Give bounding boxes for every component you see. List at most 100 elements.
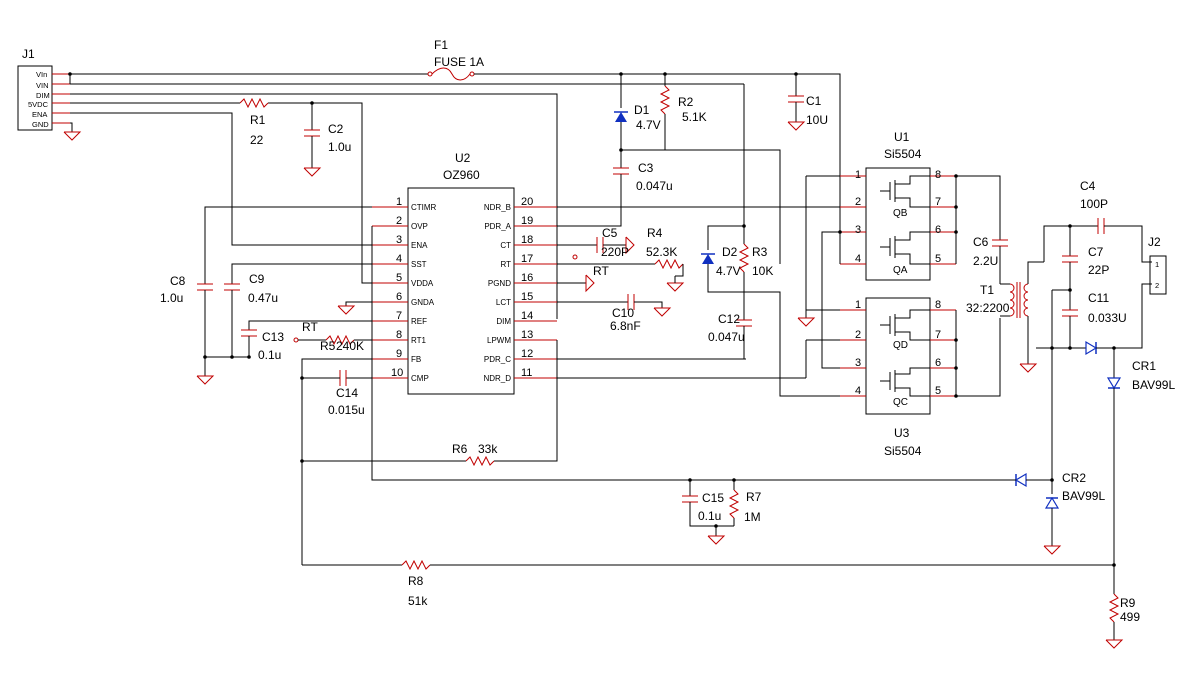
u2-part: OZ960	[443, 168, 480, 182]
j1-ref: J1	[22, 47, 35, 61]
net-label-rt-left: RT	[302, 320, 318, 334]
c13-value: 0.1u	[258, 348, 281, 362]
c8-ref: C8	[170, 274, 186, 288]
ic-u2: U2 OZ960 1 2 3 4 5 6 7 8 9 10 CTIMR OV	[372, 151, 557, 395]
c6-value: 2.2U	[973, 254, 998, 268]
u3-pin4: 4	[855, 385, 861, 397]
transformer-t1: T1 32:2200	[966, 261, 1044, 373]
u2-pin8-name: RT1	[411, 336, 427, 345]
f1-ref: F1	[434, 38, 448, 52]
capacitor-c12: C12 0.047u	[708, 312, 752, 359]
capacitor-c15: C15 0.1u	[682, 478, 736, 545]
c11-ref: C11	[1088, 291, 1109, 305]
j1-pin-5vdc: 5VDC	[28, 100, 49, 109]
secondary-network	[1002, 218, 1152, 649]
u2-pin9-num: 9	[396, 348, 402, 360]
u1-pin5: 5	[935, 253, 941, 265]
u2-pin10-num: 10	[391, 367, 403, 379]
u2-pin2-name: OVP	[411, 222, 428, 231]
c11-value: 0.033U	[1088, 311, 1127, 325]
connector-j1: J1 VIn VIN DIM 5VDC ENA GND	[17, 47, 70, 131]
u1-ref: U1	[894, 130, 910, 144]
c7-value: 22P	[1088, 263, 1109, 277]
capacitor-c2: C2 1.0u	[303, 103, 351, 177]
u2-ref: U2	[455, 151, 471, 165]
u3-qc-label: QC	[893, 397, 908, 408]
u2-pin11-num: 11	[521, 367, 532, 379]
u2-pin17-num: 17	[521, 253, 533, 265]
u1-pin1: 1	[855, 169, 861, 181]
u1-pin7: 7	[935, 196, 941, 208]
capacitor-c3: C3 0.047u	[557, 161, 673, 227]
c10-ref: C10	[612, 306, 634, 320]
u2-pin7-num: 7	[396, 310, 402, 322]
j2-pin2: 2	[1155, 281, 1159, 290]
c5-ref: C5	[602, 226, 618, 240]
r4-ref: R4	[647, 226, 663, 240]
cr1-ref: CR1	[1132, 359, 1156, 373]
u2-pin13-name: LPWM	[487, 336, 511, 345]
u2-pin5-name: VDDA	[411, 279, 434, 288]
u3-pin1: 1	[855, 299, 861, 311]
u2-pin18-num: 18	[521, 234, 533, 246]
u1-part: Si5504	[884, 147, 922, 161]
u2-pin3-num: 3	[396, 234, 402, 246]
j1-pin-gnd: GND	[32, 120, 49, 129]
r6-ref: R6	[452, 442, 468, 456]
u2-pin9-name: FB	[411, 355, 421, 364]
u1-qa-label: QA	[893, 265, 908, 276]
c14-ref: C14	[336, 386, 358, 400]
mosfet-u1: U1 Si5504 1 2 3 4 8 7 6 5 QB QA	[840, 130, 956, 281]
u1-pin8: 8	[935, 169, 941, 181]
fuse-f1: F1 FUSE 1A	[427, 38, 841, 210]
c8-value: 1.0u	[160, 291, 183, 305]
c2-value: 1.0u	[328, 140, 351, 154]
c13-ref: C13	[262, 330, 284, 344]
c15-value: 0.1u	[698, 509, 721, 523]
f1-value: FUSE 1A	[434, 55, 484, 69]
resistor-r3: R3 10K	[738, 224, 773, 320]
u2-pin6-num: 6	[396, 291, 402, 303]
u1-qb-label: QB	[893, 208, 908, 219]
u2-pin6-name: GNDA	[411, 298, 435, 307]
u1-pin2: 2	[855, 196, 861, 208]
r8-value: 51k	[408, 594, 428, 608]
u3-pin7: 7	[935, 329, 941, 341]
c6-ref: C6	[973, 235, 989, 249]
u1-pin3: 3	[855, 224, 861, 236]
r6-value: 33k	[478, 442, 498, 456]
u2-pin16-name: PGND	[488, 279, 511, 288]
u2-pin15-num: 15	[521, 291, 533, 303]
r3-value: 10K	[752, 264, 773, 278]
u2-pin12-name: PDR_C	[484, 355, 511, 364]
c4-ref: C4	[1080, 179, 1096, 193]
r8-ref: R8	[408, 574, 424, 588]
c9-value: 0.47u	[248, 291, 278, 305]
t1-value: 32:2200	[966, 301, 1010, 315]
r1-ref: R1	[250, 113, 266, 127]
r7-value: 1M	[744, 510, 761, 524]
u2-pin20-num: 20	[521, 196, 533, 208]
net-label-rt-right: RT	[593, 264, 609, 278]
j1-pin-ena: ENA	[32, 110, 47, 119]
mosfet-u3: U3 Si5504 1 2 3 4 8 7 6 5 QD QC	[840, 297, 956, 458]
u2-pin12-num: 12	[521, 348, 533, 360]
resistor-r7: R7 1M	[728, 480, 762, 526]
u2-pin19-num: 19	[521, 215, 533, 227]
c3-value: 0.047u	[636, 179, 673, 193]
u2-pin8-num: 8	[396, 329, 402, 341]
u2-right-networks	[556, 206, 860, 379]
c10-value: 6.8nF	[610, 319, 641, 333]
c12-value: 0.047u	[708, 330, 745, 344]
r4-value: 52.3K	[646, 245, 677, 259]
u2-pin15-name: LCT	[496, 298, 511, 307]
c15-ref: C15	[702, 491, 724, 505]
u2-pin13-num: 13	[521, 329, 533, 341]
u3-pin5: 5	[935, 385, 941, 397]
u2-pin7-name: REF	[411, 317, 427, 326]
u2-pin1-num: 1	[396, 196, 402, 208]
u3-pin3: 3	[855, 357, 861, 369]
u2-pin19-name: PDR_A	[484, 222, 511, 231]
zener-d2: D2 4.7V	[701, 84, 860, 397]
c4-value: 100P	[1080, 197, 1108, 211]
